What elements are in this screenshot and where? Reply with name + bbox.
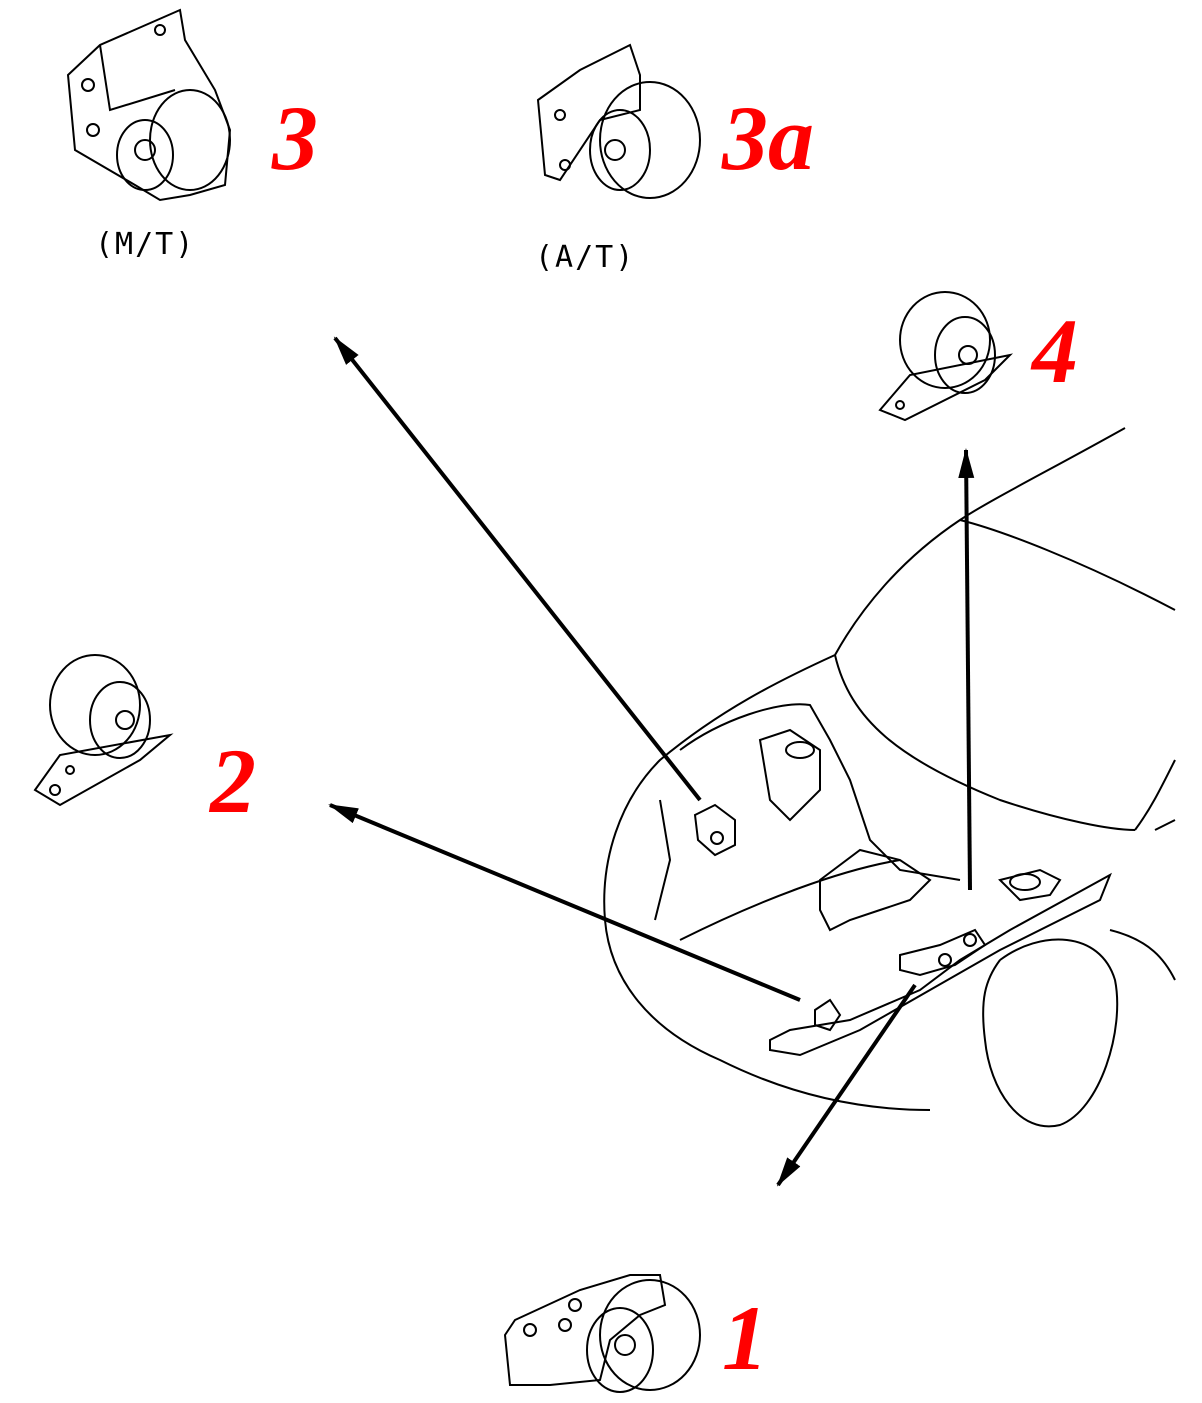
arrow-to-mount-3 [333, 336, 702, 802]
mount-3a-icon [536, 43, 701, 199]
label-mount-3: 3 [272, 87, 318, 189]
label-mount-2: 2 [210, 730, 256, 832]
note-mount-3a-automatic: (A/T) [535, 240, 636, 275]
mount-3-icon [66, 8, 232, 202]
note-mount-3-manual: (M/T) [95, 227, 196, 262]
arrow-to-mount-2 [328, 803, 801, 1002]
label-mount-4: 4 [1032, 300, 1078, 402]
mount-4-icon [878, 291, 1014, 422]
mount-2-icon [33, 654, 174, 807]
car-front-outline [603, 427, 1176, 1128]
mount-1-icon [503, 1274, 701, 1393]
arrow-to-mount-4 [958, 448, 975, 891]
arrow-to-mount-1 [776, 983, 917, 1187]
label-mount-1: 1 [722, 1287, 768, 1389]
label-mount-3a: 3a [722, 87, 814, 189]
